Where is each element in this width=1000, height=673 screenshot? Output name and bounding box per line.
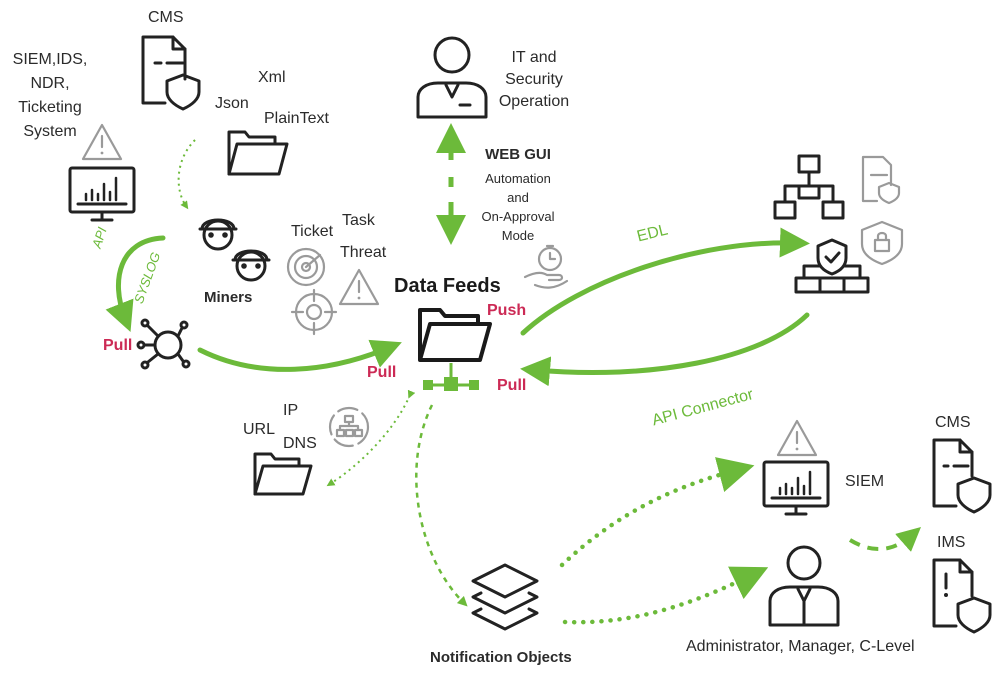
siem-source-line: NDR, — [30, 75, 70, 92]
push-label: Push — [487, 302, 527, 319]
miner-icon — [231, 249, 271, 282]
web-gui-title: WEB GUI — [485, 146, 551, 163]
indicator-ip-label: IP — [283, 402, 299, 419]
feeds-to-notifications-arrow — [415, 404, 468, 607]
indicators-link-arrow — [326, 389, 416, 487]
it-security-line: IT and — [511, 49, 557, 66]
web-gui-line: On-Approval — [481, 209, 555, 224]
miners-ticket-label: Ticket — [291, 223, 334, 240]
siem-to-ims-arrow — [848, 527, 922, 552]
format-json-label: Json — [215, 95, 249, 112]
web-gui-line: and — [507, 190, 529, 205]
web-gui-description: Automation and On-Approval Mode — [463, 169, 573, 245]
document-shield-icon — [932, 438, 992, 514]
network-node-icon — [423, 363, 479, 391]
warning-icon — [81, 123, 123, 161]
firewall-shield-icon — [794, 238, 870, 294]
notification-objects-label: Notification Objects — [430, 649, 572, 666]
target-icon — [290, 288, 338, 336]
monitor-chart-icon — [762, 460, 830, 516]
data-feeds-title: Data Feeds — [394, 275, 501, 297]
web-gui-line: Automation — [485, 171, 551, 186]
format-xml-label: Xml — [258, 69, 286, 86]
format-plaintext-label: PlainText — [264, 110, 329, 127]
connectors — [105, 123, 922, 625]
siem-source-label: SIEM,IDS, NDR, Ticketing System — [4, 48, 96, 144]
notifications-to-siem-arrow — [559, 457, 755, 568]
siem-source-line: System — [23, 123, 77, 140]
user-icon — [768, 545, 840, 627]
warning-icon — [338, 268, 380, 306]
api-syslog-arrow — [105, 235, 166, 332]
api-connector-arrow — [520, 312, 810, 387]
edl-arrow — [520, 227, 810, 336]
siem-source-line: SIEM,IDS, — [12, 51, 88, 68]
clock-hand-icon — [523, 244, 569, 289]
document-shield-icon — [861, 155, 901, 205]
document-alert-shield-icon — [932, 558, 992, 634]
folder-icon — [418, 308, 492, 362]
user-icon — [416, 36, 488, 119]
miners-label: Miners — [204, 289, 253, 306]
indicator-dns-label: DNS — [283, 435, 317, 452]
warning-icon — [776, 419, 818, 457]
it-security-label: IT and Security Operation — [484, 47, 584, 113]
layers-icon — [471, 563, 539, 631]
web-gui-line: Mode — [501, 228, 535, 243]
hub-to-data-feeds-arrow — [197, 339, 402, 372]
pull-bottom-label: Pull — [497, 377, 527, 394]
formats-to-miners-arrow — [177, 139, 196, 210]
siem-source-line: Ticketing — [18, 99, 82, 116]
pull-left-label: Pull — [103, 337, 133, 354]
folder-icon — [253, 452, 313, 496]
miner-icon — [198, 218, 238, 251]
miners-threat-label: Threat — [340, 244, 387, 261]
workflow-cycle-icon — [328, 406, 370, 448]
radar-icon — [286, 247, 326, 287]
folder-icon — [227, 130, 289, 176]
lock-shield-icon — [860, 220, 904, 266]
document-shield-icon — [141, 35, 201, 111]
ims-target-label: IMS — [937, 534, 966, 551]
monitor-chart-icon — [68, 166, 136, 222]
cms-target-label: CMS — [935, 414, 971, 431]
hierarchy-icon — [773, 154, 845, 220]
cms-source-label: CMS — [148, 9, 184, 26]
notifications-to-people-arrow — [562, 566, 769, 625]
pull-center-label: Pull — [367, 364, 397, 381]
miners-task-label: Task — [342, 212, 375, 229]
siem-target-label: SIEM — [845, 473, 885, 490]
it-security-line: Operation — [498, 93, 570, 110]
it-security-line: Security — [505, 71, 563, 88]
indicator-url-label: URL — [243, 421, 276, 438]
network-node-icon — [136, 318, 191, 370]
people-label: Administrator, Manager, C-Level — [686, 638, 915, 655]
